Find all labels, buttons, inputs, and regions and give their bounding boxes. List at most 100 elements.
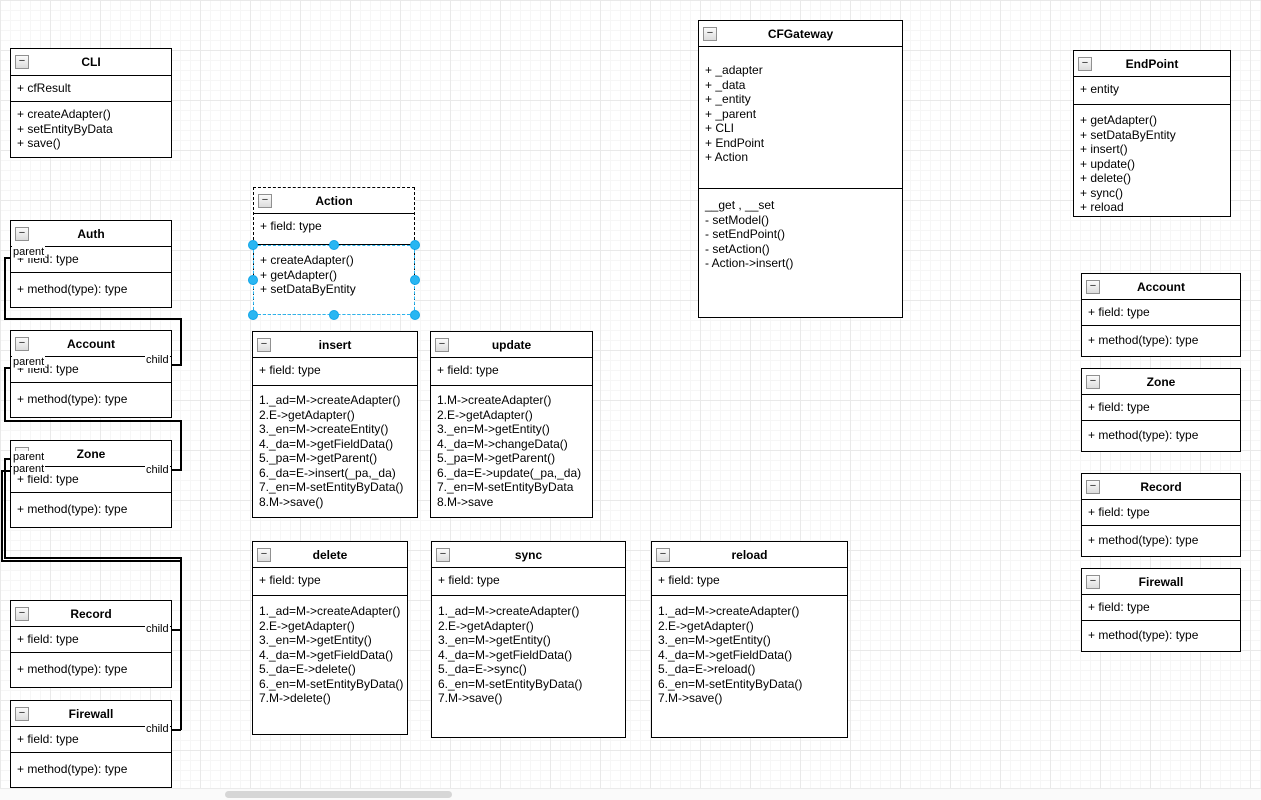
methods-compartment[interactable]: 1._ad=M->createAdapter() 2.E->getAdapter… [652, 596, 847, 711]
selection-handle-e[interactable] [410, 275, 420, 285]
edge-zone-firewall[interactable] [180, 560, 182, 730]
collapse-icon[interactable]: − [1086, 574, 1100, 589]
class-header[interactable]: − Account [11, 331, 171, 357]
class-endpoint[interactable]: − EndPoint + entity + getAdapter() + set… [1073, 50, 1231, 217]
class-header[interactable]: − CFGateway [699, 21, 902, 47]
selection-handle-se[interactable] [410, 310, 420, 320]
edge-label-parent[interactable]: parent [12, 463, 46, 475]
edge-zone-firewall[interactable] [1, 470, 3, 562]
class-cli[interactable]: − CLI + cfResult + createAdapter() + set… [10, 48, 172, 158]
class-insert[interactable]: − insert + field: type 1._ad=M->createAd… [252, 331, 418, 518]
fields-compartment[interactable]: + field: type [432, 568, 625, 596]
class-header[interactable]: − sync [432, 542, 625, 568]
fields-compartment[interactable]: + field: type [253, 358, 417, 386]
edge-zone-firewall[interactable] [1, 560, 182, 562]
fields-compartment[interactable]: + cfResult [11, 76, 171, 102]
class-action[interactable]: − Action + field: type + createAdapter()… [253, 187, 415, 315]
collapse-icon[interactable]: − [1086, 374, 1100, 389]
selection-handle-sw[interactable] [248, 310, 258, 320]
collapse-icon[interactable]: − [703, 26, 717, 41]
class-account-left[interactable]: − Account + field: type + method(type): … [10, 330, 172, 418]
methods-compartment[interactable]: + method(type): type [1082, 526, 1240, 553]
class-header[interactable]: − Zone [1082, 369, 1240, 395]
class-firewall-left[interactable]: − Firewall + field: type + method(type):… [10, 700, 172, 788]
methods-compartment[interactable]: + method(type): type [11, 493, 171, 522]
edge-account-zone[interactable] [4, 420, 182, 422]
fields-compartment[interactable]: + field: type [11, 727, 171, 753]
edge-account-zone[interactable] [4, 367, 6, 422]
class-delete[interactable]: − delete + field: type 1._ad=M->createAd… [252, 541, 408, 735]
methods-compartment[interactable]: + method(type): type [11, 653, 171, 682]
edge-label-parent[interactable]: parent [12, 356, 46, 368]
fields-compartment[interactable]: + field: type [431, 358, 592, 386]
class-sync[interactable]: − sync + field: type 1._ad=M->createAdap… [431, 541, 626, 738]
methods-compartment[interactable]: 1._ad=M->createAdapter() 2.E->getAdapter… [253, 596, 407, 711]
selection-handle-s[interactable] [329, 310, 339, 320]
horizontal-scrollbar-thumb[interactable] [225, 791, 452, 798]
edge-auth-account[interactable] [180, 318, 182, 366]
collapse-icon[interactable]: − [258, 193, 272, 208]
fields-compartment[interactable]: + field: type [652, 568, 847, 596]
class-header[interactable]: − EndPoint [1074, 51, 1230, 77]
collapse-icon[interactable]: − [15, 706, 29, 721]
class-header[interactable]: − update [431, 332, 592, 358]
collapse-icon[interactable]: − [1078, 56, 1092, 71]
methods-compartment[interactable]: + method(type): type [11, 273, 171, 302]
collapse-icon[interactable]: − [436, 547, 450, 562]
collapse-icon[interactable]: − [15, 336, 29, 351]
edge-auth-account[interactable] [4, 318, 182, 320]
fields-compartment[interactable]: + field: type [253, 568, 407, 596]
class-header[interactable]: − Firewall [11, 701, 171, 727]
methods-compartment[interactable]: + getAdapter() + setDataByEntity + inser… [1074, 105, 1230, 220]
class-account-right[interactable]: − Account + field: type + method(type): … [1081, 273, 1241, 357]
class-header[interactable]: − Auth [11, 221, 171, 247]
class-header[interactable]: − CLI [11, 49, 171, 76]
fields-compartment[interactable]: + field: type [1082, 500, 1240, 526]
class-record-right[interactable]: − Record + field: type + method(type): t… [1081, 473, 1241, 557]
edge-account-zone[interactable] [180, 420, 182, 471]
class-cfgateway[interactable]: − CFGateway + _adapter + _data + _entity… [698, 20, 903, 318]
edge-label-child[interactable]: child [145, 354, 170, 366]
class-header[interactable]: − Account [1082, 274, 1240, 300]
methods-compartment[interactable]: + method(type): type [11, 383, 171, 412]
class-header[interactable]: − Record [11, 601, 171, 627]
methods-compartment[interactable]: + createAdapter() + getAdapter() + setDa… [254, 245, 414, 302]
class-zone-left[interactable]: − Zone + field: type + method(type): typ… [10, 440, 172, 528]
selection-handle-w[interactable] [248, 275, 258, 285]
class-zone-right[interactable]: − Zone + field: type + method(type): typ… [1081, 368, 1241, 452]
class-auth[interactable]: − Auth + field: type + method(type): typ… [10, 220, 172, 308]
fields-compartment[interactable]: + field: type [11, 627, 171, 653]
methods-compartment[interactable]: + method(type): type [11, 753, 171, 782]
selection-handle-n[interactable] [329, 240, 339, 250]
collapse-icon[interactable]: − [1086, 479, 1100, 494]
class-update[interactable]: − update + field: type 1.M->createAdapte… [430, 331, 593, 518]
methods-compartment[interactable]: 1._ad=M->createAdapter() 2.E->getAdapter… [253, 386, 417, 514]
fields-compartment[interactable]: + entity [1074, 77, 1230, 105]
collapse-icon[interactable]: − [15, 226, 29, 241]
fields-compartment[interactable]: + field: type [1082, 395, 1240, 421]
selection-handle-ne[interactable] [410, 240, 420, 250]
collapse-icon[interactable]: − [257, 337, 271, 352]
edge-label-child[interactable]: child [145, 623, 170, 635]
edge-label-child[interactable]: child [145, 464, 170, 476]
methods-compartment[interactable]: 1.M->createAdapter() 2.E->getAdapter() 3… [431, 386, 592, 514]
class-record-left[interactable]: − Record + field: type + method(type): t… [10, 600, 172, 688]
methods-compartment[interactable]: __get , __set - setModel() - setEndPoint… [699, 189, 902, 276]
collapse-icon[interactable]: − [15, 606, 29, 621]
class-firewall-right[interactable]: − Firewall + field: type + method(type):… [1081, 568, 1241, 652]
edge-label-parent[interactable]: parent [12, 451, 46, 463]
class-header[interactable]: − insert [253, 332, 417, 358]
edge-zone-record[interactable] [4, 458, 6, 559]
edge-zone-firewall[interactable] [1, 470, 12, 472]
horizontal-scrollbar[interactable] [0, 788, 1261, 800]
class-header[interactable]: − reload [652, 542, 847, 568]
methods-compartment[interactable]: + method(type): type [1082, 421, 1240, 448]
methods-compartment[interactable]: + method(type): type [1082, 621, 1240, 648]
selection-handle-nw[interactable] [248, 240, 258, 250]
edge-zone-record[interactable] [4, 557, 182, 559]
class-header[interactable]: − delete [253, 542, 407, 568]
fields-compartment[interactable]: + field: type [11, 467, 171, 493]
edge-zone-record[interactable] [4, 458, 12, 460]
methods-compartment[interactable]: + method(type): type [1082, 326, 1240, 353]
edge-account-zone[interactable] [4, 367, 12, 369]
